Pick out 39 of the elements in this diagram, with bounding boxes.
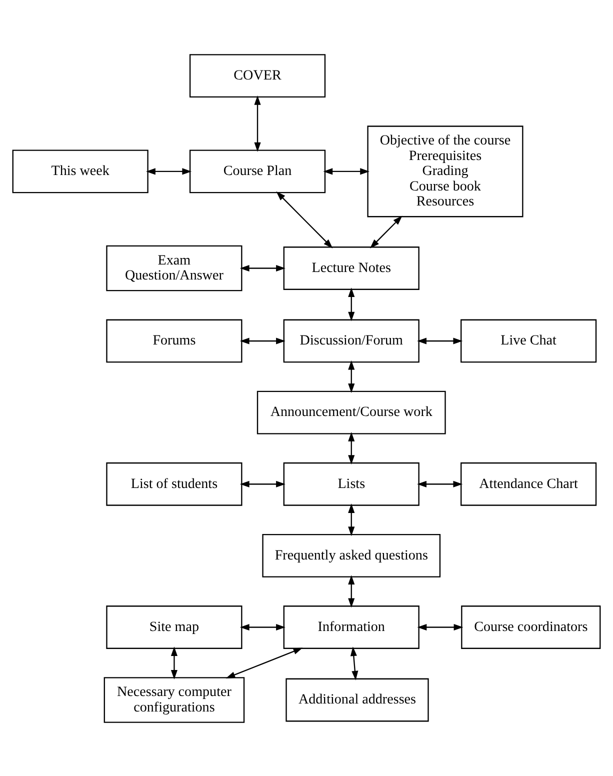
arrow <box>350 646 358 680</box>
arrow <box>254 94 261 152</box>
node-box: This week <box>12 149 148 193</box>
arrow <box>348 431 355 464</box>
arrow <box>226 647 303 678</box>
node-box: COVER <box>189 54 326 98</box>
arrow <box>348 287 355 321</box>
node-box: Exam Question/Answer <box>106 244 242 291</box>
arrow <box>240 337 286 344</box>
node-box: Objective of the course Prerequisites Grading Course book Resources <box>367 125 524 217</box>
arrow <box>370 215 402 248</box>
node-box: Forums <box>106 318 242 362</box>
arrow <box>240 480 286 487</box>
arrow <box>323 168 370 174</box>
node-box: Information <box>283 605 420 648</box>
arrow <box>417 623 464 630</box>
node-box: Necessary computer configurations <box>104 676 245 722</box>
arrow <box>348 503 355 536</box>
arrow <box>276 190 333 248</box>
node-box: Discussion/Forum <box>283 318 420 362</box>
node-box: Lists <box>283 462 420 506</box>
arrow <box>417 337 463 344</box>
node-box: Attendance Chart <box>460 462 597 506</box>
arrow <box>348 574 355 608</box>
node-box: Course coordinators <box>461 605 601 648</box>
node-box: Frequently asked questions <box>262 533 441 577</box>
node-box: List of students <box>106 462 242 506</box>
node-box: Lecture Notes <box>283 246 420 290</box>
arrow <box>348 360 355 392</box>
node-box: Live Chat <box>460 318 597 362</box>
node-box: Site map <box>106 605 242 648</box>
node-box: Course Plan <box>189 149 326 193</box>
arrow <box>146 168 192 174</box>
arrow <box>170 646 178 679</box>
node-box: Announcement/Course work <box>256 390 446 434</box>
node-box: Additional addresses <box>286 678 429 722</box>
arrow <box>240 264 286 272</box>
arrow <box>417 480 463 487</box>
arrow <box>240 623 286 630</box>
